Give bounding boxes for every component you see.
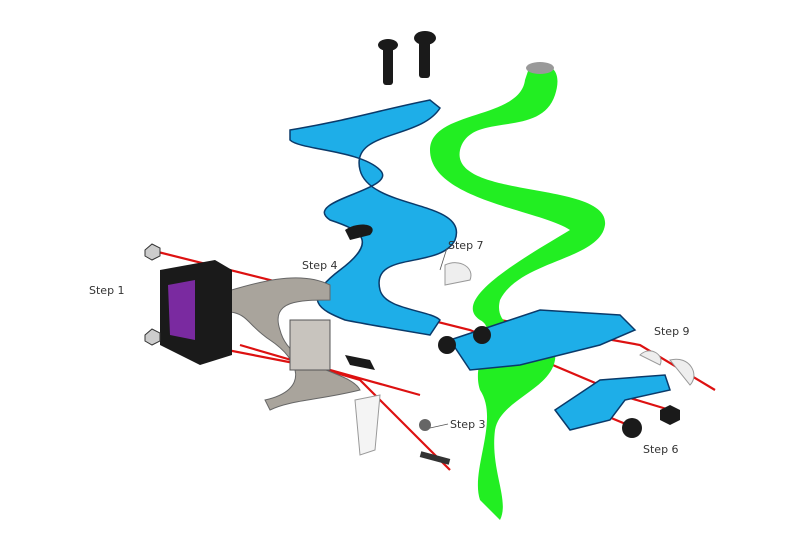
small-parts xyxy=(345,224,695,465)
white-clip xyxy=(669,358,695,386)
grey-strip-part xyxy=(199,277,361,411)
white-clip xyxy=(444,262,472,286)
washer xyxy=(473,326,491,344)
white-clip xyxy=(639,350,662,366)
grey-plate xyxy=(289,319,331,371)
bolt-shaft xyxy=(419,38,430,78)
nut xyxy=(660,405,680,425)
step-6-label: Step 6 xyxy=(643,443,679,456)
leader-line xyxy=(429,423,449,429)
top-bolts xyxy=(378,31,436,85)
blue-strip-part xyxy=(289,99,458,336)
step-3-label: Step 3 xyxy=(450,418,486,431)
white-bracket xyxy=(354,394,381,456)
label-leaders xyxy=(429,247,449,429)
screw xyxy=(419,419,431,431)
dark-clip xyxy=(345,224,373,240)
step-1-label: Step 1 xyxy=(89,284,125,297)
screw xyxy=(419,451,451,465)
nut-icon xyxy=(144,328,161,346)
nut xyxy=(622,418,642,438)
step-7-label: Step 7 xyxy=(448,239,484,252)
blue-bracket-lower xyxy=(553,374,671,431)
dark-clip xyxy=(345,355,375,370)
nut-icon xyxy=(144,243,161,261)
purple-insert xyxy=(168,280,195,340)
green-strip-part xyxy=(430,64,606,520)
guide-line xyxy=(239,343,451,471)
guide-line xyxy=(149,248,601,387)
blue-bracket-upper xyxy=(448,309,637,371)
bolt-shaft xyxy=(383,45,393,85)
green-cap xyxy=(526,62,554,74)
step-4-label: Step 4 xyxy=(302,259,338,272)
leader-line xyxy=(439,247,448,271)
step-9-label: Step 9 xyxy=(654,325,690,338)
washer xyxy=(438,336,456,354)
